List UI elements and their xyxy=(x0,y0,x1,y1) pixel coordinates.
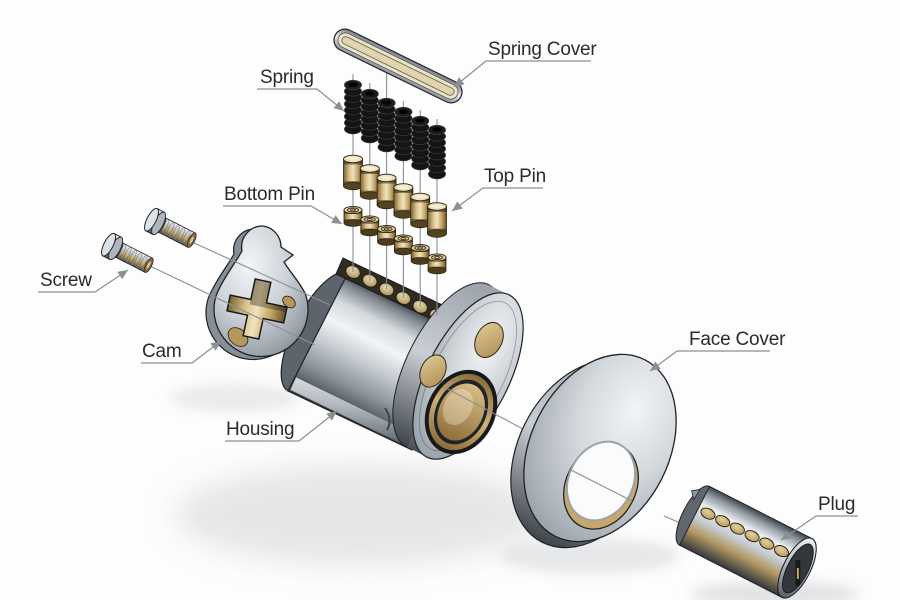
leader-spring xyxy=(257,88,345,112)
label-top-pin: Top Pin xyxy=(484,166,546,187)
face-cover-part xyxy=(510,353,677,549)
housing-pin-chambers xyxy=(345,265,445,323)
bottom-pin-3 xyxy=(377,224,397,246)
plug-keyway xyxy=(795,559,801,586)
spring-4 xyxy=(394,106,413,162)
leader-plug xyxy=(780,515,858,541)
label-spring: Spring xyxy=(260,67,314,88)
cam-cross-cutout xyxy=(226,278,288,340)
label-spring-cover: Spring Cover xyxy=(488,39,597,60)
top-pin-5 xyxy=(410,192,431,229)
leader-cam xyxy=(141,340,222,364)
bottom-pin-4 xyxy=(393,234,413,256)
leader-housing xyxy=(225,410,338,442)
leader-face-cover xyxy=(649,350,770,372)
screw-2 xyxy=(141,206,201,254)
top-pin-4 xyxy=(393,183,414,219)
label-cam: Cam xyxy=(142,341,182,362)
cam-part xyxy=(205,225,309,361)
leader-top-pin xyxy=(451,187,543,212)
spring-6 xyxy=(427,124,447,180)
label-housing: Housing xyxy=(226,419,294,440)
top-pin-1 xyxy=(343,154,363,191)
leader-screw xyxy=(38,269,129,293)
screw-axis-lines xyxy=(149,241,331,346)
top-pin-6 xyxy=(427,202,447,238)
top-pin-2 xyxy=(359,164,380,200)
housing-bore xyxy=(424,369,498,455)
top-pin-3 xyxy=(376,173,397,210)
housing-part xyxy=(280,257,524,460)
screws-group xyxy=(98,206,201,279)
bottom-pin-2 xyxy=(360,215,380,237)
spring-cover-part xyxy=(333,28,463,104)
plug-pin-holes xyxy=(700,507,789,558)
label-face-cover: Face Cover xyxy=(689,329,786,350)
label-screw: Screw xyxy=(40,270,92,291)
spring-5 xyxy=(411,115,430,171)
spring-2 xyxy=(360,88,379,144)
spring-1 xyxy=(343,79,363,135)
leader-spring-cover xyxy=(453,60,591,88)
callout-leaders xyxy=(38,60,858,541)
label-bottom-pin: Bottom Pin xyxy=(224,184,315,205)
leader-bottom-pin xyxy=(223,205,343,225)
plug-part xyxy=(675,485,817,599)
callout-labels: Screw Cam Housing Spring Cover Spring To… xyxy=(40,39,855,515)
bottom-pin-6 xyxy=(427,253,447,275)
label-plug: Plug xyxy=(818,494,855,515)
spring-3 xyxy=(377,97,396,153)
bottom-pin-1 xyxy=(343,205,363,227)
bottom-pin-5 xyxy=(410,243,430,265)
